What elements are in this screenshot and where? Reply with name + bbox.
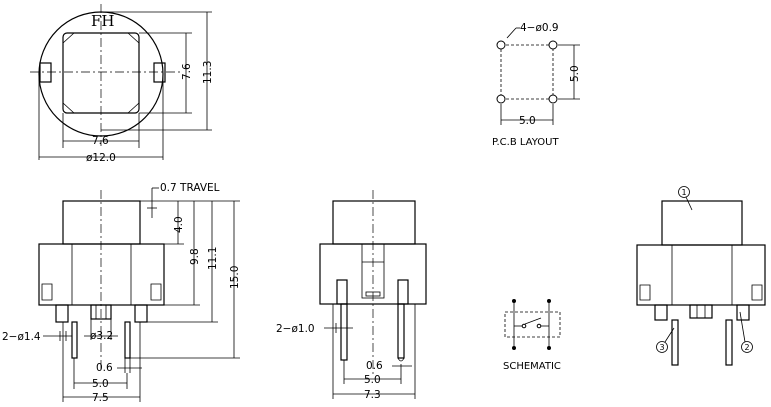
dim-label-9-8: 9.8 (189, 248, 201, 265)
labeled-cap (661, 200, 743, 246)
callout-3-label: 3 (660, 343, 665, 352)
side-pin-right (397, 303, 405, 359)
dim-label-11-3: 11.3 (202, 61, 214, 84)
dim-label-4-0: 4.0 (173, 216, 185, 233)
callout-2-label: 2 (745, 343, 750, 352)
dim-label-7-3: 7.3 (364, 389, 381, 401)
dim-label-7-6-v: 7.6 (181, 63, 193, 80)
front-right-clip (150, 283, 162, 301)
terminal-dot (547, 299, 551, 303)
dim-label-7-5: 7.5 (92, 392, 109, 404)
front-pin-left (71, 321, 78, 359)
contact-point (521, 323, 527, 329)
side-view: 2−ø1.0 0.6 5.0 7.3 (276, 190, 427, 401)
dim-label-5-0: 5.0 (92, 378, 109, 390)
dim-label-12-0: ø12.0 (86, 152, 116, 164)
terminal-dot (512, 346, 516, 350)
front-left-clip (41, 283, 53, 301)
labeled-left-clip (639, 284, 651, 301)
dim-label-7-6-h: 7.6 (92, 135, 109, 147)
contact-point (536, 323, 542, 329)
pcb-layout: 4−ø0.9 5.0 5.0 P.C.B LAYOUT (492, 22, 581, 148)
callout-leader (739, 311, 746, 343)
pin-tip (397, 357, 405, 362)
cap-chamfer-lines (62, 32, 140, 114)
labeled-pin-right (725, 319, 733, 366)
dim-label-pins-side: 2−ø1.0 (276, 323, 315, 335)
dim-label-0-6-side: 0.6 (366, 360, 383, 372)
dim-label-pins: 2−ø1.4 (2, 331, 41, 343)
side-left-post (336, 279, 348, 305)
pcb-outline (500, 44, 554, 100)
pcb-hole (548, 40, 558, 50)
labeled-boss (689, 304, 713, 319)
dim-label-holes: 4−ø0.9 (520, 22, 559, 34)
callout-3-circle (656, 341, 668, 353)
dim-label-travel: 0.7 TRAVEL (160, 182, 220, 194)
logo-text: FH (91, 12, 115, 30)
front-view: 0.7 TRAVEL 4.0 9.8 11.1 15.0 2−ø1.4 ø3.2 (2, 182, 241, 404)
leader-line (506, 27, 517, 39)
terminal-dot (547, 346, 551, 350)
dim-label-15-0: 15.0 (229, 266, 241, 289)
labeled-left-standoff (654, 304, 668, 321)
labeled-right-clip (751, 284, 763, 301)
pcb-hole (496, 94, 506, 104)
front-pin-right (124, 321, 131, 359)
terminal-dot (512, 299, 516, 303)
schematic-title: SCHEMATIC (503, 361, 561, 372)
schematic: SCHEMATIC (503, 299, 561, 372)
labeled-body (636, 244, 766, 306)
front-left-standoff (55, 304, 69, 323)
dim-label-boss: ø3.2 (90, 330, 113, 342)
callout-1-circle (678, 186, 690, 198)
dim-label-11-1: 11.1 (207, 247, 219, 270)
switch-contact (524, 317, 542, 325)
dim-label-5-0-side: 5.0 (364, 374, 381, 386)
callout-1-label: 1 (682, 188, 687, 197)
top-view: FH 7.6 ø12.0 7.6 11.3 (30, 4, 214, 164)
labeled-right-standoff (736, 304, 750, 321)
right-tab (153, 62, 166, 83)
labeled-pin-left (671, 319, 679, 366)
callout-leader (664, 327, 675, 343)
pcb-layout-title: P.C.B LAYOUT (492, 137, 559, 148)
side-right-post (397, 279, 409, 305)
dim-label-pitch-x: 5.0 (519, 115, 536, 127)
front-right-standoff (134, 304, 148, 323)
side-pin-left (340, 303, 348, 361)
front-body (38, 243, 165, 306)
side-cap (332, 200, 416, 245)
front-cap (62, 200, 141, 245)
pcb-hole (496, 40, 506, 50)
dim-label-0-6: 0.6 (96, 362, 113, 374)
dim-label-pitch-y: 5.0 (569, 65, 581, 82)
pcb-hole (548, 94, 558, 104)
schematic-box (504, 311, 561, 338)
labeled-view: 1 3 2 (636, 186, 766, 366)
left-tab (39, 62, 52, 83)
callout-leader (685, 196, 693, 211)
callout-2-circle (741, 341, 753, 353)
